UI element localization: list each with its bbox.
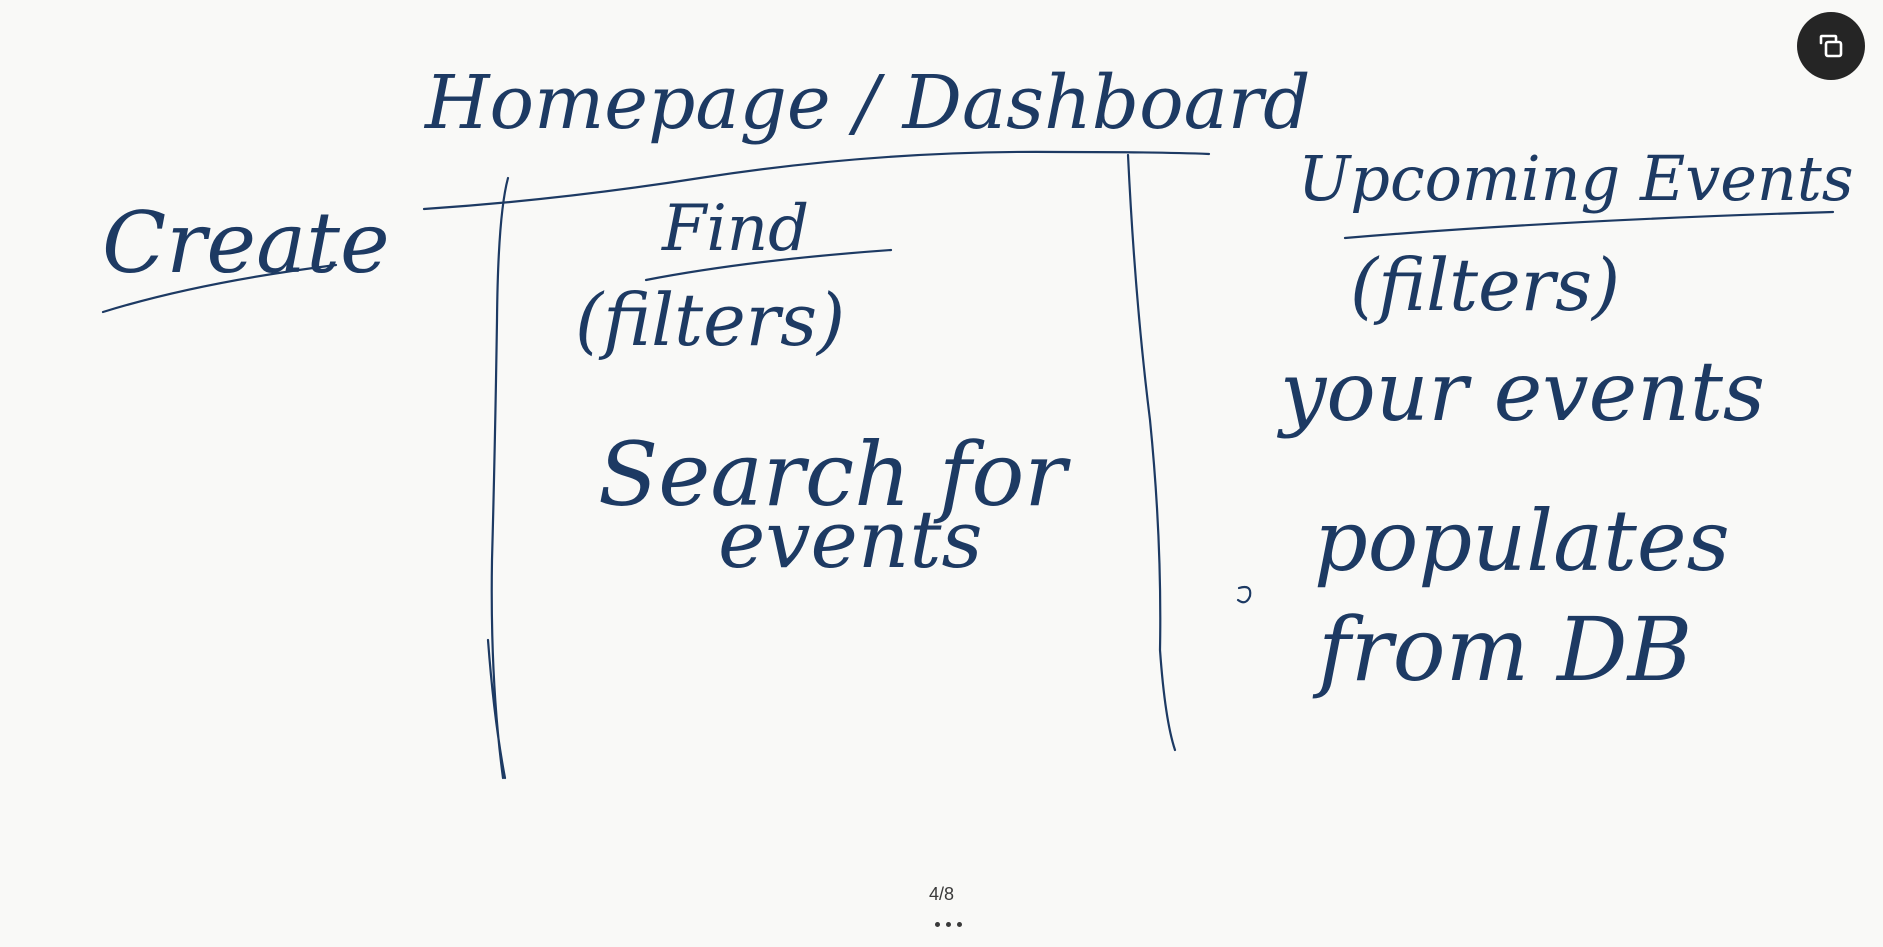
find-filters-label: (filters) (575, 278, 845, 362)
upcoming-filters-label: (filters) (1350, 243, 1620, 327)
more-horizontal-icon (956, 921, 962, 927)
page-indicator: 4/8 (928, 884, 955, 904)
upcoming-events-label: Upcoming Events (1298, 142, 1854, 215)
create-underline (101, 263, 338, 314)
search-line-2: events (718, 493, 983, 586)
right-border-line (1126, 153, 1177, 752)
small-mark (1236, 585, 1252, 604)
find-underline (644, 248, 893, 282)
homepage-dashboard-title: Homepage / Dashboard (423, 60, 1311, 146)
title-divider-line (422, 150, 1211, 211)
find-label: Find (661, 192, 809, 266)
create-label: Create (102, 194, 390, 292)
expand-icon (1819, 34, 1843, 58)
your-events-label: your events (1276, 345, 1765, 440)
upcoming-underline (1343, 210, 1835, 240)
more-horizontal-icon (934, 921, 940, 927)
more-horizontal-icon (945, 921, 951, 927)
expand-button[interactable] (1797, 12, 1865, 80)
more-options-button[interactable] (926, 914, 970, 934)
left-border-line (486, 176, 510, 780)
populates-label: populates (1314, 492, 1730, 590)
search-line-1: Search for (598, 423, 1071, 526)
from-db-label: from DB (1312, 598, 1692, 701)
